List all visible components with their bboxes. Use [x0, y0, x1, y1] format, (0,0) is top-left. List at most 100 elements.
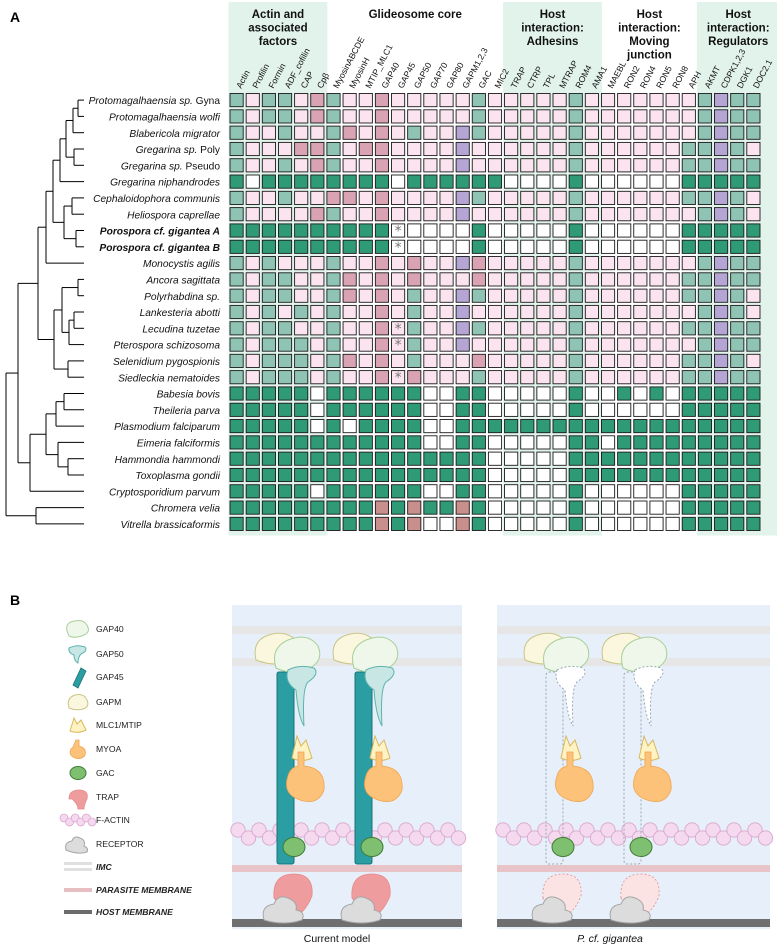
- matrix-cell: [391, 174, 406, 189]
- matrix-cell: [730, 190, 745, 205]
- matrix-cell: [633, 500, 648, 515]
- matrix-cell: [681, 467, 696, 483]
- matrix-cell: [471, 256, 486, 271]
- matrix-cell: [504, 451, 519, 466]
- matrix-cell: [310, 467, 325, 483]
- matrix-cell: [601, 141, 616, 157]
- matrix-cell: [746, 174, 761, 189]
- matrix-cell: [326, 451, 341, 466]
- matrix-cell: [455, 386, 470, 401]
- matrix-cell: [520, 516, 535, 531]
- matrix-cell: [584, 500, 599, 515]
- matrix-cell: [261, 304, 276, 320]
- matrix-cell: [601, 239, 616, 254]
- matrix-cell: [407, 451, 422, 466]
- matrix-cell: [342, 223, 357, 238]
- matrix-cell: [649, 93, 664, 108]
- matrix-cell: [681, 516, 696, 531]
- matrix-cell: [374, 158, 390, 173]
- matrix-cell: [310, 239, 325, 254]
- matrix-cell: [310, 207, 325, 222]
- matrix-cell: [536, 158, 551, 173]
- matrix-cell: [568, 190, 583, 205]
- matrix-cell: [649, 500, 664, 515]
- matrix-cell: [681, 484, 696, 499]
- matrix-cell: [342, 125, 357, 140]
- matrix-cell: [665, 484, 680, 499]
- gac-protein: [551, 837, 575, 857]
- matrix-cell: [310, 516, 325, 531]
- matrix-cell: [520, 353, 535, 368]
- matrix-cell: [649, 190, 664, 205]
- matrix-cell: [455, 158, 470, 173]
- matrix-cell: [714, 141, 729, 157]
- matrix-cell: [617, 353, 632, 368]
- matrix-cell: [520, 190, 535, 205]
- matrix-cell: [665, 467, 680, 483]
- matrix-cell: [310, 158, 325, 173]
- matrix-cell: [601, 174, 616, 189]
- matrix-cell: [423, 288, 438, 303]
- matrix-cell: [278, 321, 293, 336]
- matrix-cell: [617, 239, 632, 254]
- matrix-cell: [294, 223, 309, 238]
- matrix-cell: [310, 451, 325, 466]
- matrix-cell: [310, 256, 325, 271]
- matrix-cell: [342, 272, 357, 287]
- matrix-cell: [471, 272, 486, 287]
- matrix-cell: [391, 402, 406, 417]
- matrix-cell: [697, 484, 712, 499]
- matrix-cell: [245, 386, 260, 401]
- matrix-cell: [358, 467, 373, 483]
- row-name: Gregarina sp.: [136, 145, 198, 156]
- matrix-cell: [342, 190, 357, 205]
- matrix-cell: [601, 419, 616, 434]
- matrix-cell: [294, 239, 309, 254]
- f-actin-subunit: [408, 830, 425, 846]
- matrix-cell: [552, 109, 567, 124]
- matrix-cell: [714, 321, 729, 336]
- matrix-cell: [536, 239, 551, 254]
- current-model-panel: [230, 605, 467, 929]
- matrix-cell: [326, 321, 341, 336]
- matrix-cell: [358, 500, 373, 515]
- matrix-cell: [471, 516, 486, 531]
- group-title: Moving: [629, 36, 669, 48]
- matrix-cell: [746, 484, 761, 499]
- matrix-cell: [407, 484, 422, 499]
- matrix-cell: [568, 500, 583, 515]
- matrix-cell: [391, 370, 406, 385]
- matrix-cell: [487, 223, 503, 238]
- matrix-cell: [326, 109, 341, 124]
- matrix-cell: [261, 370, 276, 385]
- matrix-cell: [229, 141, 244, 157]
- matrix-cell: [520, 93, 535, 108]
- matrix-cell: [730, 402, 745, 417]
- row-name: Protomagalhaensia sp.: [89, 96, 193, 107]
- matrix-cell: [423, 239, 438, 254]
- matrix-cell: [730, 125, 745, 140]
- matrix-cell: [358, 288, 373, 303]
- legend-label-receptor: RECEPTOR: [96, 839, 144, 849]
- matrix-cell: [633, 402, 648, 417]
- matrix-cell: [714, 174, 729, 189]
- matrix-cell: [261, 223, 276, 238]
- matrix-cell: [730, 207, 745, 222]
- matrix-cell: [536, 370, 551, 385]
- matrix-cell: [245, 419, 260, 434]
- matrix-cell: [601, 484, 616, 499]
- row-name: Ancora sagittata: [145, 276, 220, 287]
- matrix-cell: [278, 370, 293, 385]
- matrix-cell: [278, 93, 293, 108]
- matrix-cell: [520, 174, 535, 189]
- matrix-cell: [536, 337, 551, 352]
- matrix-cell: [617, 174, 632, 189]
- imc-icon: [64, 862, 92, 871]
- matrix-cell: [261, 419, 276, 434]
- matrix-cell: [714, 402, 729, 417]
- matrix-cell: [374, 207, 390, 222]
- matrix-cell: [681, 109, 696, 124]
- matrix-cell: [584, 402, 599, 417]
- matrix-cell: [423, 516, 438, 531]
- matrix-cell: [601, 223, 616, 238]
